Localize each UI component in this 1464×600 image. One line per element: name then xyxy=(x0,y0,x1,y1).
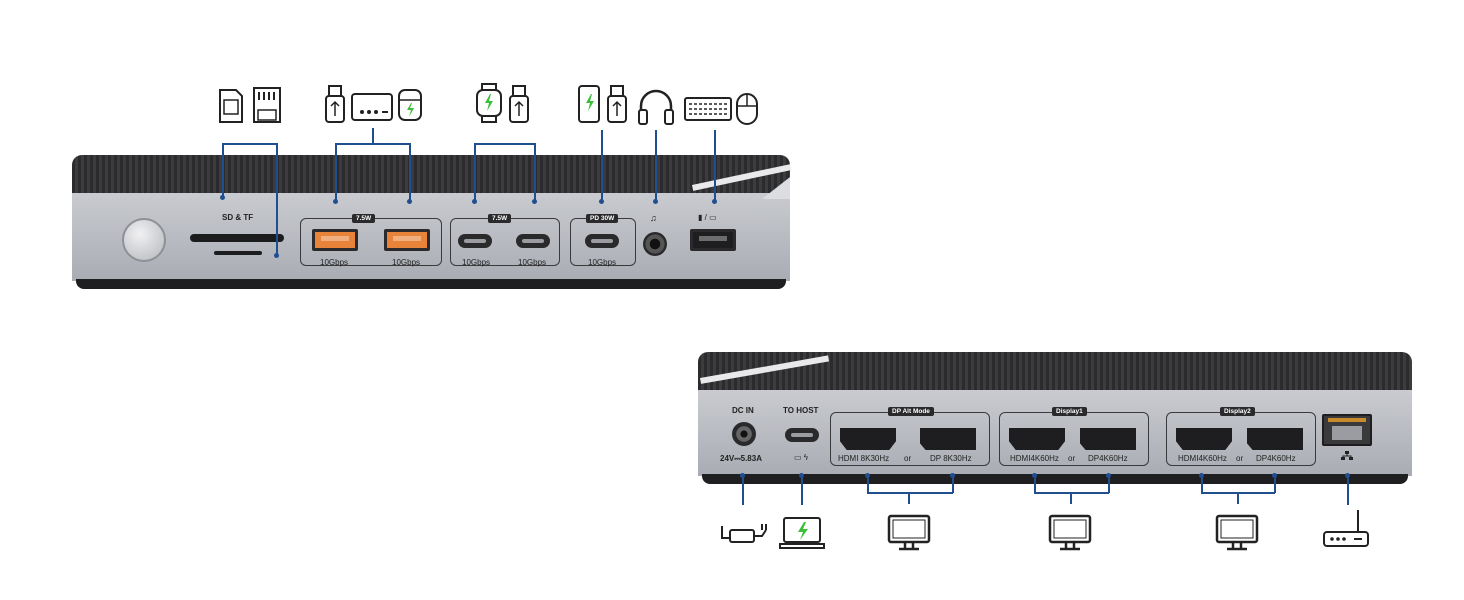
group-tag: DP Alt Mode xyxy=(888,407,934,416)
speed-label: 10Gbps xyxy=(320,258,349,267)
usb-c-host-port[interactable] xyxy=(785,428,819,442)
hdmi-caption: HDMI 8K30Hz xyxy=(838,454,890,463)
power-adapter-icon xyxy=(721,524,767,543)
monitor-icon xyxy=(887,514,931,551)
dp-caption: DP 8K30Hz xyxy=(930,454,972,463)
usb-drive-icon xyxy=(509,85,529,123)
dc-in-label: DC IN xyxy=(732,406,754,415)
smartwatch-icon xyxy=(476,83,502,123)
router-icon xyxy=(1323,510,1369,547)
dp-caption: DP4K60Hz xyxy=(1088,454,1128,463)
hdmi-port-3[interactable] xyxy=(1176,428,1232,450)
usb-drive-icon xyxy=(325,85,345,123)
ssd-icon xyxy=(351,93,393,121)
speed-label: 10Gbps xyxy=(588,258,617,267)
laptop-charge-label-icon: ▭ ϟ xyxy=(794,453,809,462)
hdmi-caption: HDMI4K60Hz xyxy=(1010,454,1059,463)
tf-card-icon xyxy=(253,87,281,123)
speed-label: 10Gbps xyxy=(518,258,547,267)
phone-charging-icon xyxy=(578,85,600,123)
group-tag: Display2 xyxy=(1220,407,1255,416)
ethernet-port[interactable] xyxy=(1322,414,1372,446)
to-host-label: TO HOST xyxy=(783,406,819,415)
usb-drive-icon xyxy=(607,85,627,123)
usb-a-port-3[interactable] xyxy=(690,229,736,251)
sd-card-icon xyxy=(219,89,243,123)
speed-label: 10Gbps xyxy=(462,258,491,267)
monitor-icon xyxy=(1215,514,1259,551)
keyboard-icon xyxy=(684,97,732,121)
displayport-1[interactable] xyxy=(920,428,976,450)
usb-c-port-2[interactable] xyxy=(516,234,550,248)
usb-a-port-2[interactable] xyxy=(384,229,430,251)
headset-label-icon: ♫ xyxy=(650,213,657,223)
power-button[interactable] xyxy=(122,218,166,262)
dc-in-port[interactable] xyxy=(732,422,756,446)
earbuds-case-icon xyxy=(398,89,422,121)
or-caption: or xyxy=(1236,454,1244,463)
usb-c-port-1[interactable] xyxy=(458,234,492,248)
headphones-icon xyxy=(638,89,674,125)
card-reader-label: SD & TF xyxy=(222,213,254,222)
or-caption: or xyxy=(1068,454,1076,463)
tf-card-slot[interactable] xyxy=(214,251,262,255)
group-tag: Display1 xyxy=(1052,407,1087,416)
laptop-charging-icon xyxy=(779,517,825,549)
audio-jack[interactable] xyxy=(643,232,667,256)
sd-card-slot[interactable] xyxy=(190,234,284,242)
power-tag: PD 30W xyxy=(586,214,619,223)
dc-rating-label: 24V⎓5.83A xyxy=(720,454,762,463)
monitor-icon xyxy=(1048,514,1092,551)
usb-c-pd-port[interactable] xyxy=(585,234,619,248)
ethernet-icon xyxy=(1341,451,1353,460)
dp-caption: DP4K60Hz xyxy=(1256,454,1296,463)
displayport-3[interactable] xyxy=(1247,428,1303,450)
hdmi-port-1[interactable] xyxy=(840,428,896,450)
keyboard-mouse-label-icon: ▮ / ▭ xyxy=(698,213,717,222)
front-dock xyxy=(72,155,792,290)
displayport-2[interactable] xyxy=(1080,428,1136,450)
hdmi-port-2[interactable] xyxy=(1009,428,1065,450)
mouse-icon xyxy=(736,93,758,125)
hdmi-caption: HDMI4K60Hz xyxy=(1178,454,1227,463)
power-tag: 7.5W xyxy=(352,214,376,223)
usb-a-port-1[interactable] xyxy=(312,229,358,251)
or-caption: or xyxy=(904,454,912,463)
speed-label: 10Gbps xyxy=(392,258,421,267)
power-tag: 7.5W xyxy=(488,214,512,223)
